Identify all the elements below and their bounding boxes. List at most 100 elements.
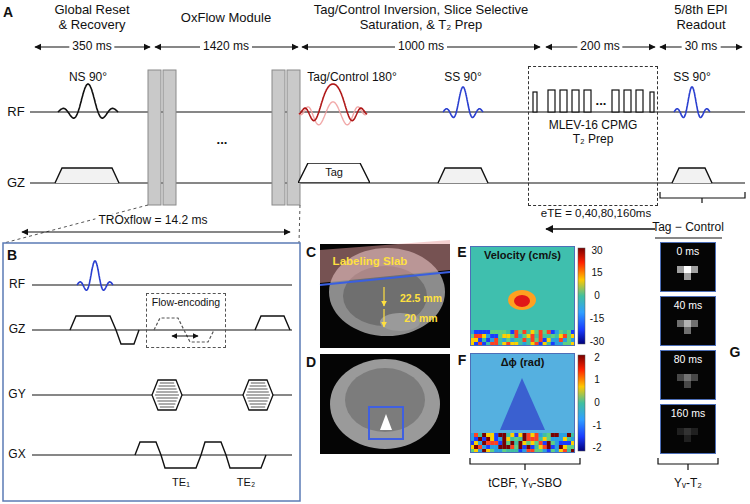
- difference-image: [660, 242, 716, 292]
- signal-pixel: [691, 428, 698, 435]
- section-header: 5/8th EPI Readout: [666, 3, 736, 33]
- node-text: 80 ms: [663, 353, 713, 365]
- noise-pixel: [555, 445, 559, 449]
- noise-pixel: [543, 445, 547, 449]
- noise-pixel: [527, 433, 531, 437]
- tag-gradient: Tag: [298, 163, 370, 183]
- refocusing-pulse: [612, 90, 619, 112]
- noise-pixel: [563, 330, 567, 334]
- noise-pixel: [539, 433, 543, 437]
- difference-image: [660, 296, 716, 346]
- flow-encoding-box: Flow-encoding: [146, 293, 226, 348]
- noise-pixel: [523, 330, 527, 334]
- noise-pixel: [502, 441, 506, 445]
- velocity-map: [470, 246, 575, 346]
- panel-letter: G: [730, 344, 741, 360]
- refocusing-pulse: [650, 92, 654, 112]
- noise-pixel: [547, 437, 551, 441]
- phase-encode-step: [251, 407, 265, 408]
- phase-encode-step: [247, 398, 269, 399]
- noise-pixel: [555, 433, 559, 437]
- axis-label: RF: [7, 105, 24, 120]
- noise-pixel: [510, 433, 514, 437]
- colorbar-tick: 0: [594, 397, 600, 409]
- node-text: 160 ms: [663, 407, 713, 419]
- noise-pixel: [539, 441, 543, 445]
- noise-pixel: [523, 334, 527, 338]
- noise-pixel: [535, 441, 539, 445]
- noise-pixel: [482, 330, 486, 334]
- noise-pixel: [535, 437, 539, 441]
- phase-encode-step: [247, 392, 269, 393]
- noise-pixel: [523, 441, 527, 445]
- noise-pixel: [486, 441, 490, 445]
- colorbar-tick: -30: [590, 336, 604, 348]
- noise-pixel: [551, 338, 555, 342]
- noise-pixel: [531, 445, 535, 449]
- noise-pixel: [535, 330, 539, 334]
- gz-waveform: [70, 316, 139, 344]
- duration-label: 200 ms: [577, 40, 622, 54]
- axis-label: GX: [8, 448, 25, 462]
- oxflow-block: [272, 70, 285, 205]
- noise-pixel: [474, 334, 478, 338]
- noise-pixel: [474, 330, 478, 334]
- noise-pixel: [523, 433, 527, 437]
- color-bar: [578, 355, 585, 451]
- noise-pixel: [518, 330, 522, 334]
- noise-pixel: [474, 437, 478, 441]
- noise-pixel: [494, 330, 498, 334]
- echo-time-label: eTE = 0,40,80,160ms: [541, 207, 651, 220]
- phase-encode-step: [250, 404, 267, 405]
- node-text: Velocity (cm/s): [473, 249, 572, 262]
- noise-pixel: [563, 437, 567, 441]
- noise-pixel: [523, 445, 527, 449]
- shift-arrow: [172, 336, 198, 337]
- method-label: Yᵥ-T₂: [674, 477, 702, 491]
- image-frame: 160 ms: [660, 404, 716, 454]
- noise-pixel: [551, 445, 555, 449]
- noise-pixel: [547, 330, 551, 334]
- noise-pixel: [514, 433, 518, 437]
- echo-label: TE₂: [237, 476, 255, 489]
- phase-map: [470, 353, 575, 453]
- phase-encode-step: [155, 395, 179, 396]
- echo-label: TE₁: [172, 476, 190, 489]
- axis-label: GY: [8, 388, 25, 402]
- noise-pixel: [563, 445, 567, 449]
- noise-pixel: [563, 334, 567, 338]
- rf-pulse: [77, 261, 113, 290]
- noise-pixel: [567, 330, 571, 334]
- noise-pixel: [498, 338, 502, 342]
- colorbar-tick: 30: [591, 245, 602, 257]
- noise-pixel: [543, 330, 547, 334]
- phase-encode-step: [157, 401, 176, 402]
- noise-pixel: [539, 445, 543, 449]
- noise-pixel: [490, 433, 494, 437]
- noise-pixel: [551, 433, 555, 437]
- noise-pixel: [498, 437, 502, 441]
- refocusing-pulse: [560, 90, 567, 112]
- node-text: Tag: [300, 166, 368, 179]
- tag-pulse: [299, 84, 367, 121]
- section-header: Global Reset & Recovery: [50, 3, 135, 33]
- noise-pixel: [498, 445, 502, 449]
- noise-pixel: [531, 437, 535, 441]
- noise-pixel: [482, 441, 486, 445]
- noise-pixel: [523, 338, 527, 342]
- noise-pixel: [559, 445, 563, 449]
- noise-pixel: [510, 441, 514, 445]
- gz-baseline: [32, 329, 292, 330]
- noise-pixel: [523, 437, 527, 441]
- image-frame: 0 ms: [660, 242, 716, 292]
- group-bracket: [470, 458, 580, 470]
- readout-gradient: [135, 442, 266, 468]
- noise-pixel: [498, 441, 502, 445]
- duration-label: 1000 ms: [395, 40, 447, 54]
- phase-encode-step: [248, 401, 267, 402]
- panel-letter: C: [306, 244, 316, 260]
- noise-pixel: [527, 330, 531, 334]
- noise-pixel: [559, 330, 563, 334]
- noise-pixel: [555, 441, 559, 445]
